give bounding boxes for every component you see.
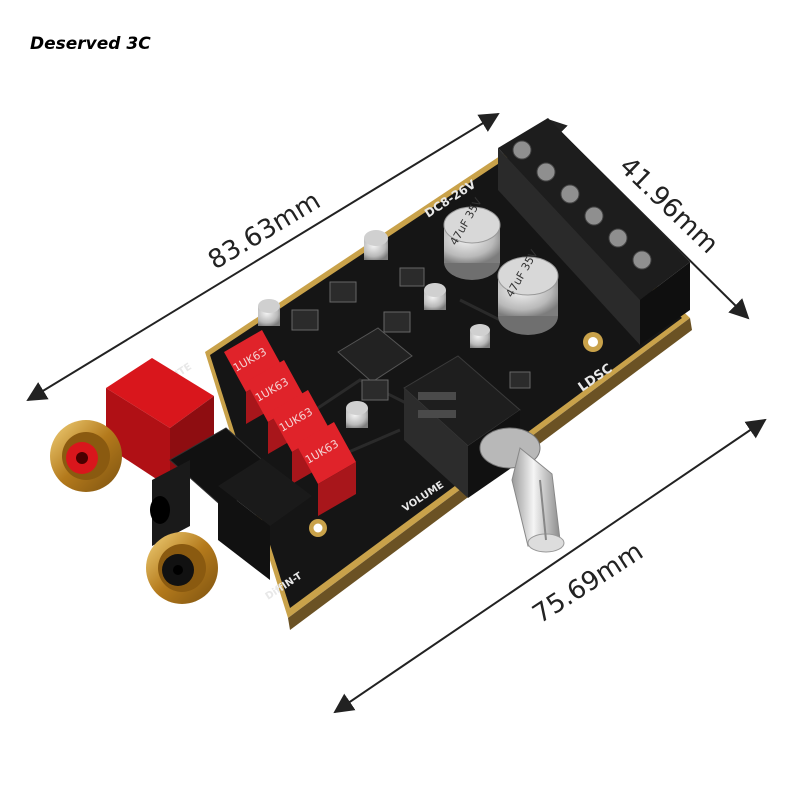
capacitor-large-2: 47uF 35V (497, 247, 559, 335)
capacitor-large-1: 47uF 35V (443, 195, 501, 280)
watermark-text: Deserved 3C (30, 34, 151, 54)
capacitors-small (258, 230, 490, 428)
volume-potentiometer[interactable] (403, 355, 565, 553)
terminal-screws (512, 140, 652, 270)
rca-jack-red[interactable] (50, 358, 214, 492)
terminal-block (498, 118, 690, 345)
film-capacitors: 1UK63 1UK63 1UK63 1UK63 (224, 330, 356, 516)
amplifier-chip (337, 327, 413, 383)
smd-components (291, 267, 531, 401)
rca-jack-black[interactable] (146, 458, 312, 604)
